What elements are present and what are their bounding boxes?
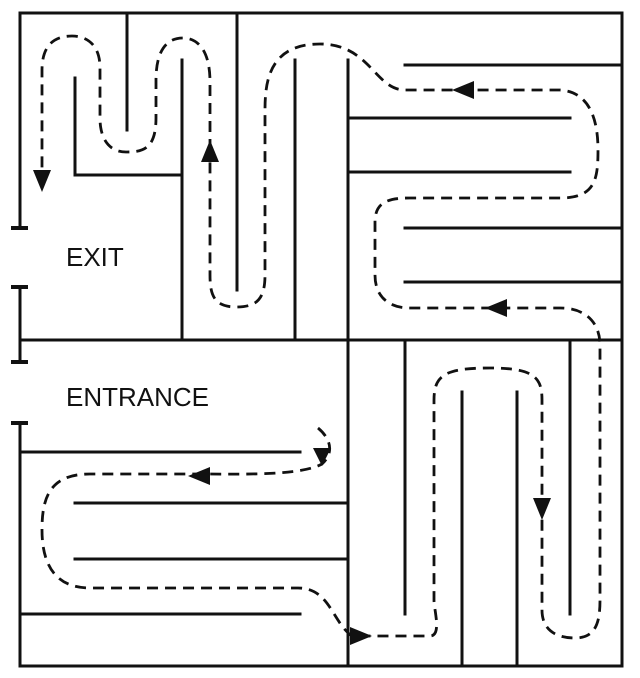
entrance-label: ENTRANCE: [66, 382, 209, 412]
arrow-left-middle-right-icon: [485, 299, 507, 317]
arrow-left-upper-right-icon: [452, 81, 474, 99]
arrow-right-bottom-icon: [350, 627, 372, 645]
walking-route: [40, 42, 602, 640]
walking-route-upper-left: [40, 34, 212, 170]
arrow-down-exit-icon: [33, 170, 51, 192]
door-ticks: [11, 226, 28, 425]
arrow-up-upper-middle-icon: [201, 140, 219, 162]
interior-walls: [18, 11, 624, 668]
arrow-down-entrance-curl-icon: [313, 448, 331, 466]
arrow-down-lower-right-icon: [533, 498, 551, 520]
exit-label: EXIT: [66, 242, 124, 272]
arrow-left-lower-left-icon: [188, 467, 210, 485]
outer-frame: [18, 11, 624, 668]
route-arrows: [33, 81, 551, 645]
